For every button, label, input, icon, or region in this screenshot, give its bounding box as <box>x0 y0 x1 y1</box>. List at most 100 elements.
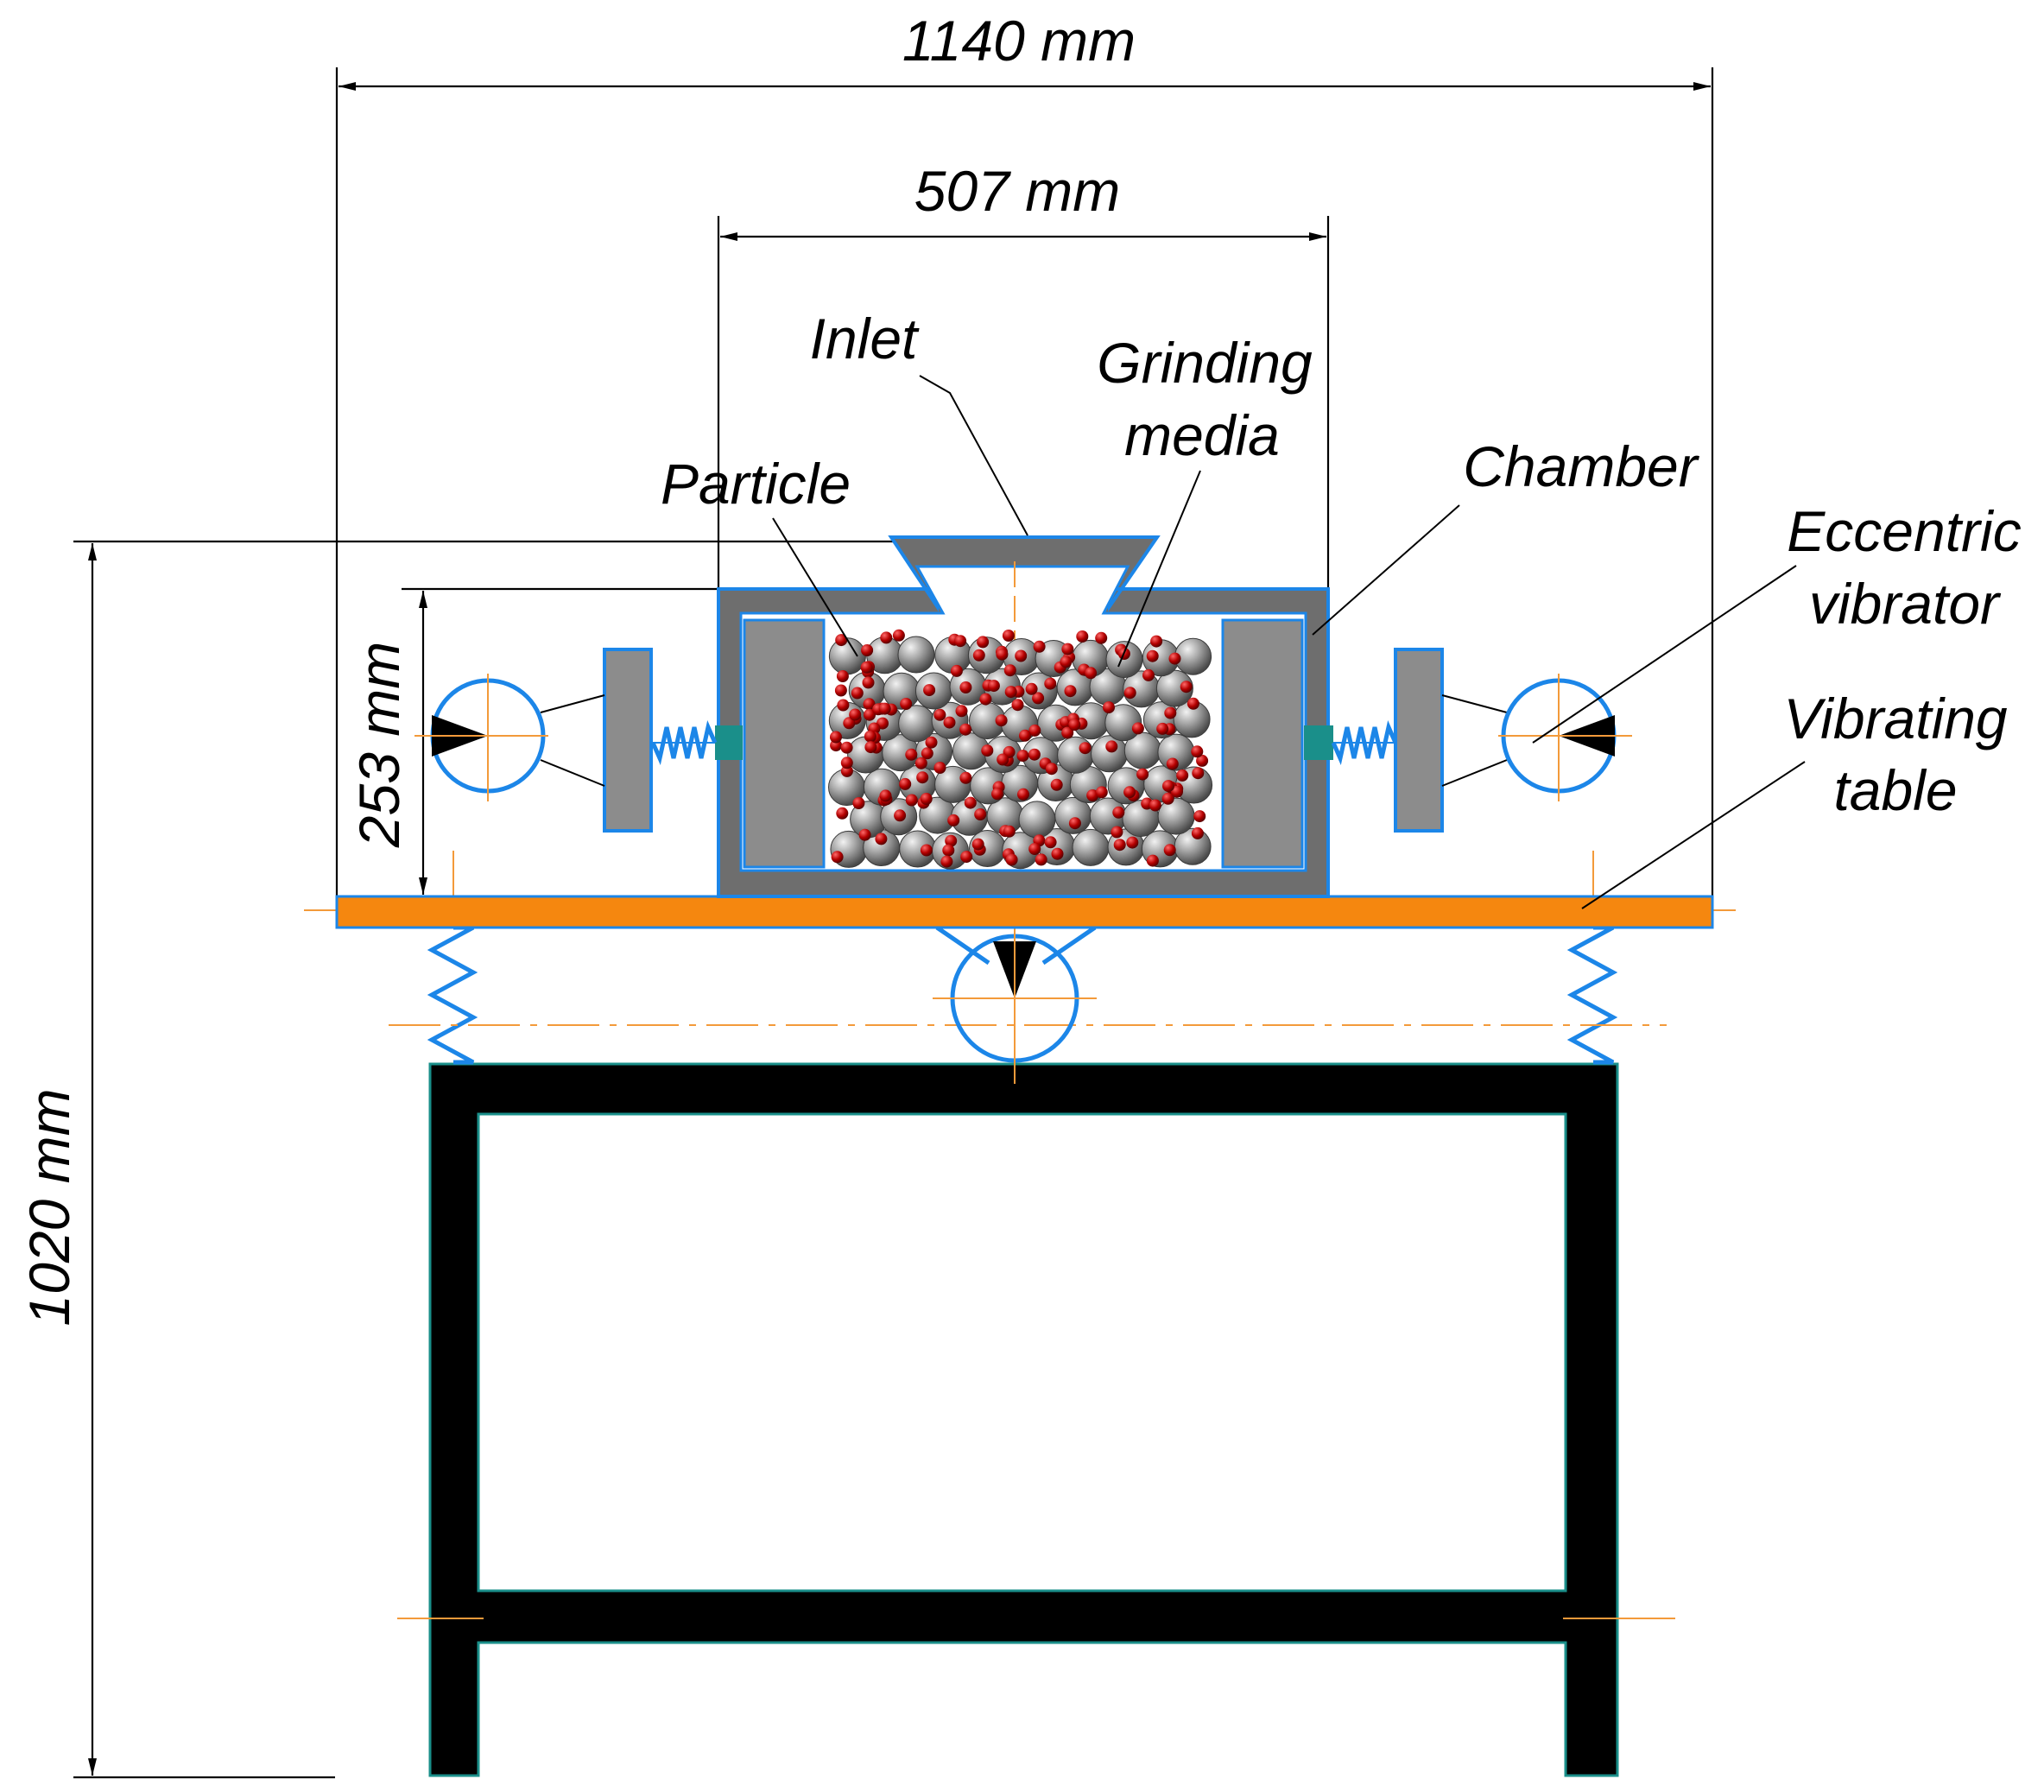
particle <box>1095 631 1108 644</box>
chamber-height-label: 253 mm <box>347 642 411 848</box>
particle <box>977 636 990 649</box>
particle <box>1050 778 1063 791</box>
particle <box>840 741 853 754</box>
particle <box>933 708 946 721</box>
grinding-ball <box>1155 669 1193 707</box>
support-spring-left <box>427 925 478 1065</box>
particle <box>875 833 888 845</box>
label-inlet: Inlet <box>810 307 1028 536</box>
particle <box>1033 640 1046 653</box>
particle <box>1193 810 1206 823</box>
grinding-ball <box>897 636 935 674</box>
particle <box>1112 806 1125 819</box>
chamber-width-label: 507 mm <box>914 159 1120 223</box>
particle <box>1164 706 1177 719</box>
particle <box>1161 792 1174 805</box>
grinding-ball <box>1157 797 1195 835</box>
particle <box>835 634 848 647</box>
particle <box>959 723 972 736</box>
particle <box>1004 686 1017 699</box>
particle <box>852 797 865 809</box>
grinding-media-label-line1: Grinding <box>1097 331 1313 395</box>
particle <box>1060 655 1073 668</box>
eccentric-vibrator-label-line1: Eccentric <box>1787 499 2021 563</box>
particle <box>1149 799 1161 812</box>
particle <box>947 814 960 826</box>
liner-right <box>1221 618 1304 869</box>
particle <box>1044 677 1057 690</box>
particle <box>1032 692 1045 705</box>
particle <box>836 670 849 682</box>
particle <box>940 855 953 868</box>
particle <box>1131 722 1144 735</box>
particle <box>899 777 912 790</box>
particle <box>1192 767 1205 780</box>
particle <box>1156 722 1169 735</box>
particle <box>987 680 1000 693</box>
chamber-label: Chamber <box>1463 434 1699 498</box>
particle <box>1105 740 1118 753</box>
particle <box>914 757 927 769</box>
particle <box>1146 854 1159 867</box>
particle <box>861 644 874 656</box>
particle <box>878 702 891 715</box>
eccentric-vibrator-label-line2: vibrator <box>1809 572 2002 636</box>
inlet-label: Inlet <box>810 307 920 370</box>
particle <box>1028 724 1041 737</box>
particle <box>1180 681 1193 693</box>
particle <box>995 714 1008 727</box>
particle <box>1150 635 1163 648</box>
grinding-ball <box>1057 736 1095 774</box>
grinding-ball <box>1018 801 1056 839</box>
bottom-vibrator <box>933 907 1097 1084</box>
particle <box>960 851 973 864</box>
centerlines <box>304 851 1736 1619</box>
particle <box>863 698 876 711</box>
grinding-ball <box>898 705 936 743</box>
particle <box>945 834 958 847</box>
particle <box>1079 742 1092 755</box>
particle <box>971 838 984 851</box>
particle <box>1086 789 1099 801</box>
particle <box>1061 726 1074 739</box>
particle <box>836 807 849 820</box>
particle <box>979 693 992 706</box>
label-particle: Particle <box>661 452 858 657</box>
particle <box>892 629 905 642</box>
particle <box>1146 649 1159 662</box>
particle <box>1003 825 1016 838</box>
particle <box>905 748 918 761</box>
particle <box>955 705 968 718</box>
particle <box>851 687 864 700</box>
particle <box>858 828 871 841</box>
particle <box>916 771 929 784</box>
particle <box>1103 701 1115 714</box>
particle <box>1025 682 1038 695</box>
particle <box>1176 769 1189 782</box>
particle <box>1142 668 1155 681</box>
particle <box>1017 788 1029 801</box>
label-grinding-media: Grinding media <box>1097 331 1313 668</box>
particle <box>834 684 847 697</box>
grinding-media-label-line2: media <box>1124 403 1280 467</box>
overall-height-label: 1020 mm <box>17 1088 81 1326</box>
particle <box>864 741 877 754</box>
right-vibrator-assembly <box>1304 648 1632 833</box>
particle <box>925 736 938 749</box>
particle <box>1044 836 1057 849</box>
particle <box>1076 630 1089 643</box>
particle <box>950 664 963 677</box>
grinding-ball <box>1072 828 1110 866</box>
particle <box>1171 785 1183 798</box>
particle <box>1051 847 1064 860</box>
particle <box>1005 853 1018 866</box>
particle <box>933 762 946 774</box>
particle <box>1016 750 1029 763</box>
particle <box>959 771 972 784</box>
particle <box>1068 719 1081 731</box>
particle <box>1064 685 1077 698</box>
label-eccentric-vibrator: Eccentric vibrator <box>1532 499 2022 744</box>
particle <box>1111 826 1123 839</box>
overall-width-label: 1140 mm <box>902 9 1136 73</box>
particle <box>964 796 977 809</box>
